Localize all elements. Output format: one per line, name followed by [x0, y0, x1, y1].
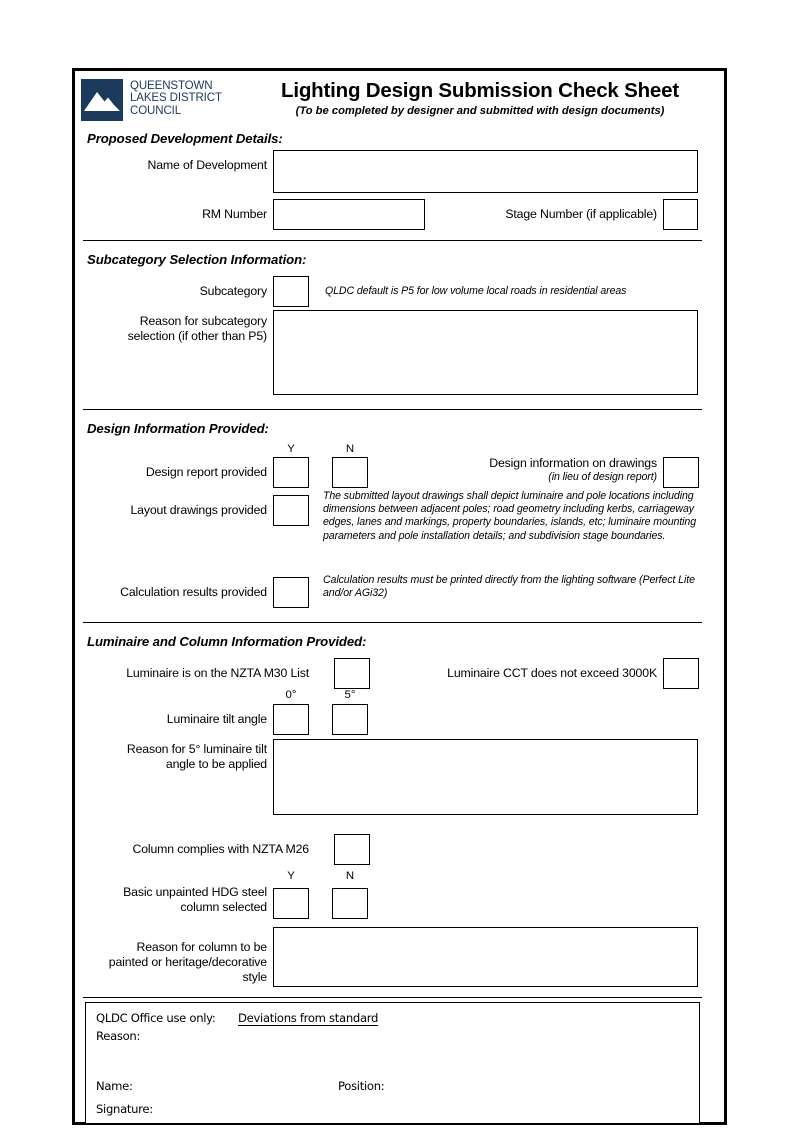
label-subcategory: Subcategory — [199, 284, 268, 298]
divider-after-luminaire — [83, 997, 702, 998]
office-signature-label: Signature: — [96, 1102, 153, 1116]
label-name-of-development: Name of Development — [147, 158, 268, 172]
checkbox-hdg-steel-yes[interactable] — [273, 888, 309, 919]
input-subcategory-reason[interactable] — [273, 310, 698, 395]
column-header-no: N — [345, 443, 355, 455]
section-heading-luminaire: Luminaire and Column Information Provide… — [87, 634, 367, 649]
checkbox-tilt-5[interactable] — [332, 704, 368, 735]
label-nzta-m30-list: Luminaire is on the NZTA M30 List — [126, 666, 309, 680]
input-stage-number[interactable] — [663, 199, 698, 230]
checkbox-nzta-m30-list[interactable] — [334, 658, 370, 689]
column-header-yes: Y — [287, 443, 295, 455]
form-page: QUEENSTOWN LAKES DISTRICT COUNCIL Lighti… — [72, 68, 727, 1125]
logo-line-2: LAKES DISTRICT — [130, 92, 222, 105]
column-header-tilt-0: 0° — [285, 689, 297, 701]
label-hdg-steel-line1: Basic unpainted HDG steel — [123, 885, 267, 899]
office-reason-label: Reason: — [96, 1029, 141, 1043]
checkbox-design-info-on-drawings[interactable] — [663, 457, 699, 488]
label-subcategory-reason-line1: Reason for subcategory — [139, 314, 267, 328]
label-column-nzta-m26: Column complies with NZTA M26 — [132, 842, 309, 856]
label-luminaire-cct: Luminaire CCT does not exceed 3000K — [447, 666, 657, 680]
title-block: Lighting Design Submission Check Sheet (… — [240, 79, 720, 118]
section-heading-development: Proposed Development Details: — [87, 131, 283, 146]
checkbox-layout-drawings[interactable] — [273, 495, 309, 526]
label-subcategory-reason-line2: selection (if other than P5) — [127, 329, 267, 343]
checkbox-hdg-steel-no[interactable] — [332, 888, 368, 919]
label-calculation-results-provided: Calculation results provided — [120, 585, 267, 599]
label-paint-reason-line2: painted or heritage/decorative — [108, 955, 267, 969]
logo-wordmark: QUEENSTOWN LAKES DISTRICT COUNCIL — [130, 79, 222, 117]
label-stage-number: Stage Number (if applicable) — [505, 207, 657, 221]
column-header-hdg-no: N — [345, 870, 355, 882]
logo-line-1: QUEENSTOWN — [130, 80, 213, 92]
divider-after-design-info — [83, 622, 702, 623]
label-hdg-steel-line2: column selected — [180, 900, 267, 914]
column-header-hdg-yes: Y — [287, 870, 295, 882]
checkbox-column-nzta-m26[interactable] — [334, 834, 370, 865]
input-tilt-reason[interactable] — [273, 739, 698, 815]
checkbox-luminaire-cct[interactable] — [663, 658, 699, 689]
qldc-logo: QUEENSTOWN LAKES DISTRICT COUNCIL — [81, 79, 222, 121]
note-subcategory-default: QLDC default is P5 for low volume local … — [325, 285, 627, 297]
label-tilt-reason-line1: Reason for 5° luminaire tilt — [126, 742, 267, 756]
input-subcategory[interactable] — [273, 276, 309, 307]
label-luminaire-tilt-angle: Luminaire tilt angle — [166, 712, 267, 726]
input-rm-number[interactable] — [273, 199, 425, 230]
office-use-box: QLDC Office use only: Deviations from st… — [85, 1002, 700, 1124]
label-tilt-reason-line2: angle to be applied — [165, 757, 267, 771]
checkbox-design-report-no[interactable] — [332, 457, 368, 488]
label-design-report-provided: Design report provided — [145, 465, 267, 479]
checkbox-tilt-0[interactable] — [273, 704, 309, 735]
note-layout-drawings-requirements: The submitted layout drawings shall depi… — [323, 490, 696, 542]
note-calculation-results-requirements: Calculation results must be printed dire… — [323, 574, 695, 600]
office-use-title: QLDC Office use only: — [96, 1011, 216, 1025]
logo-line-3: COUNCIL — [130, 104, 182, 117]
office-deviations-heading: Deviations from standard — [238, 1011, 379, 1025]
label-layout-drawings-provided: Layout drawings provided — [130, 503, 267, 517]
divider-after-subcategory — [83, 409, 702, 410]
label-paint-reason-line3: style — [242, 970, 267, 984]
office-position-label: Position: — [338, 1079, 385, 1093]
checkbox-calculation-results[interactable] — [273, 577, 309, 608]
note-in-lieu-of-design-report: (in lieu of design report) — [548, 471, 657, 483]
page-title: Lighting Design Submission Check Sheet — [281, 79, 679, 102]
label-design-info-on-drawings: Design information on drawings — [489, 456, 657, 470]
section-heading-design-info: Design Information Provided: — [87, 421, 269, 436]
column-header-tilt-5: 5° — [344, 689, 356, 701]
label-rm-number: RM Number — [202, 207, 267, 221]
input-paint-reason[interactable] — [273, 927, 698, 987]
office-name-label: Name: — [96, 1079, 133, 1093]
checkbox-design-report-yes[interactable] — [273, 457, 309, 488]
mountain-logo-icon — [81, 79, 123, 121]
page-subtitle: (To be completed by designer and submitt… — [295, 105, 665, 117]
label-paint-reason-line1: Reason for column to be — [136, 940, 267, 954]
input-name-of-development[interactable] — [273, 150, 698, 193]
section-heading-subcategory: Subcategory Selection Information: — [87, 252, 307, 267]
document-header: QUEENSTOWN LAKES DISTRICT COUNCIL Lighti… — [75, 71, 724, 131]
divider-after-development — [83, 240, 702, 241]
